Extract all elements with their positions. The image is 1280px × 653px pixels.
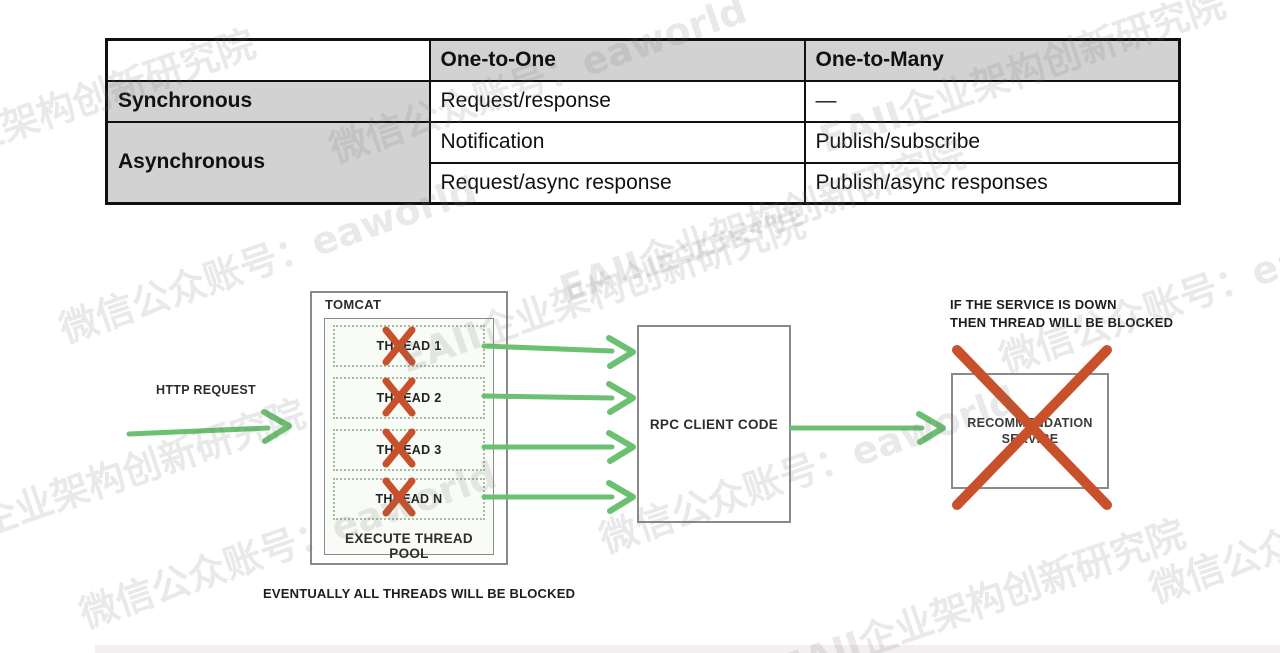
service-down-note: IF THE SERVICE IS DOWN THEN THREAD WILL …: [950, 296, 1173, 332]
http-request-arrow: [126, 409, 292, 444]
table-cell: Publish/subscribe: [803, 120, 1181, 164]
thread-3-box: THREAD 3: [333, 429, 485, 471]
table-cell: Publish/async responses: [803, 161, 1181, 205]
table-cell: —: [803, 79, 1181, 123]
thread-n-box: THREAD N: [333, 478, 485, 520]
table-cell: Request/async response: [428, 161, 806, 205]
rpc-client-code-label: RPC CLIENT CODE: [649, 416, 779, 432]
thread-1-box: THREAD 1: [333, 325, 485, 367]
table-row-asynchronous: Asynchronous Notification Publish/subscr…: [105, 120, 1181, 205]
table-header-one-to-one: One-to-One: [428, 38, 806, 82]
table-header-one-to-many: One-to-Many: [803, 38, 1181, 82]
service-down-note-line2: THEN THREAD WILL BE BLOCKED: [950, 315, 1174, 330]
eventually-blocked-note: EVENTUALLY ALL THREADS WILL BE BLOCKED: [263, 586, 576, 601]
messaging-styles-table: One-to-One One-to-Many Synchronous Reque…: [105, 38, 1181, 205]
table-row-synchronous: Synchronous Request/response —: [105, 79, 1181, 123]
watermark-text: EAII企业架构创新研究院: [773, 511, 1191, 653]
bottom-divider: [95, 645, 1280, 653]
service-label-line1: RECOMMENDATION: [967, 416, 1093, 430]
watermark-text: 微信公众账号：eaworld: [1143, 427, 1280, 612]
row-label-synchronous: Synchronous: [105, 79, 431, 123]
table-header-row: One-to-One One-to-Many: [105, 38, 1181, 82]
http-request-label: HTTP REQUEST: [156, 383, 256, 397]
table-cell: Notification: [428, 120, 806, 164]
recommendation-service-label: RECOMMENDATION SERVICE: [967, 415, 1093, 447]
rpc-to-service-arrow: [789, 411, 946, 445]
recommendation-service-box: RECOMMENDATION SERVICE: [951, 373, 1109, 489]
execute-thread-pool-label: EXECUTE THREAD POOL: [345, 531, 473, 561]
table-cell: Request/response: [428, 79, 806, 123]
thread-2-box: THREAD 2: [333, 377, 485, 419]
service-down-note-line1: IF THE SERVICE IS DOWN: [950, 297, 1117, 312]
table-header-empty: [105, 38, 431, 82]
row-label-asynchronous: Asynchronous: [105, 120, 431, 205]
watermark-text: EAII企业架构创新研究院: [0, 391, 311, 572]
watermark-text: 微信公众账号：eaworld: [993, 197, 1280, 382]
service-label-line2: SERVICE: [1001, 432, 1059, 446]
table-row-asynchronous-2: Request/async response Publish/async res…: [107, 161, 1181, 205]
tomcat-label: TOMCAT: [325, 297, 382, 312]
rpc-client-code-box: RPC CLIENT CODE: [637, 325, 791, 523]
